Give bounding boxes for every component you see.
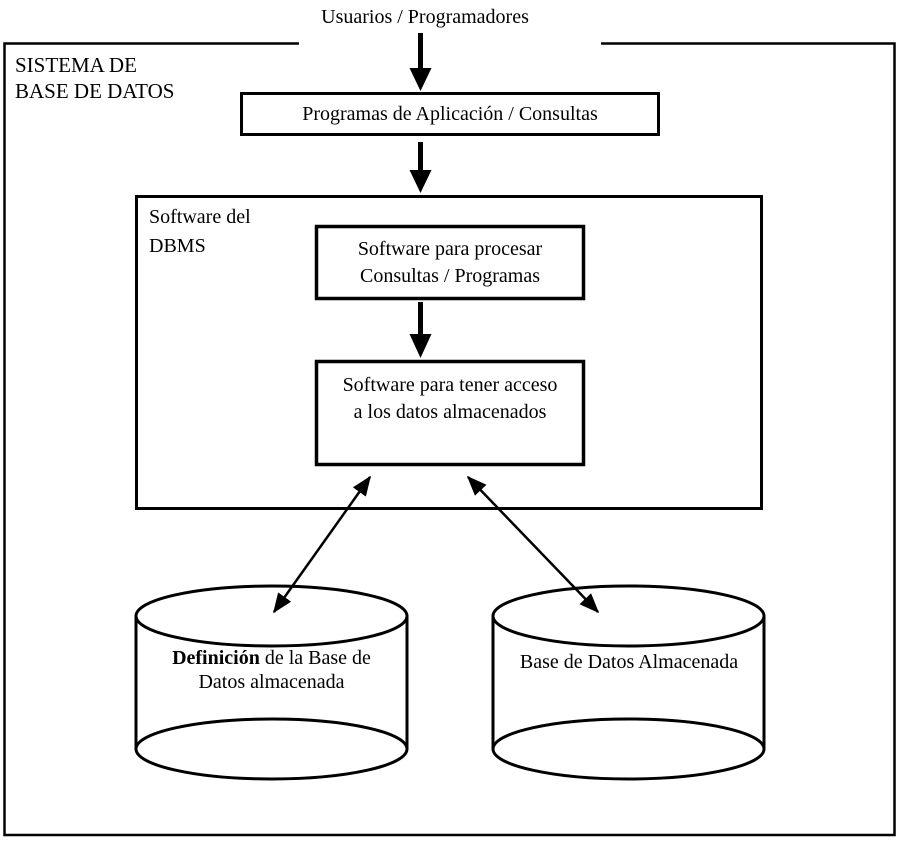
- data-access-box: [314, 359, 586, 467]
- arrow-query-to-access: [409, 302, 432, 358]
- users-programmers-label: Usuarios / Programadores: [321, 6, 529, 28]
- system-title: SISTEMA DE BASE DE DATOS: [15, 52, 174, 104]
- query-processor-line2: Consultas / Programas: [360, 264, 540, 287]
- arrow-users-to-app: [409, 33, 432, 91]
- arrow-access-to-definition: [272, 475, 372, 614]
- definition-bold: Definición: [172, 647, 260, 669]
- data-access-label: Software para tener acceso a los datos a…: [316, 361, 584, 426]
- app-queries-box: [240, 92, 660, 136]
- query-processor-box: [314, 224, 586, 301]
- definition-line2: Datos almacenada: [198, 671, 345, 693]
- database-cylinder-label: Base de Datos Almacenada: [519, 651, 739, 673]
- dbms-software-label: Software del DBMS: [149, 203, 251, 261]
- arrow-access-to-database: [466, 475, 600, 614]
- definition-cylinder-label: Definición de la Base de Datos almacenad…: [136, 646, 407, 694]
- system-title-line1: SISTEMA DE: [15, 53, 137, 77]
- app-queries-label: Programas de Aplicación / Consultas: [302, 103, 598, 125]
- arrow-app-to-dbms: [409, 142, 432, 193]
- system-boundary-box: [3, 42, 896, 837]
- dbms-label-line2: DBMS: [149, 235, 206, 257]
- query-processor-line1: Software para procesar: [357, 237, 543, 260]
- dbms-label-line1: Software del: [149, 206, 251, 228]
- definition-rest: de la Base de: [264, 647, 371, 669]
- data-access-line2: a los datos almacenados: [353, 401, 547, 423]
- database-cylinder: [491, 584, 766, 781]
- data-access-line1: Software para tener acceso: [342, 374, 558, 396]
- system-title-line2: BASE DE DATOS: [15, 79, 175, 103]
- definition-cylinder: [134, 584, 409, 781]
- definition-line1: Definición de la Base de: [136, 646, 407, 670]
- query-processor-label: Software para procesar Consultas / Progr…: [316, 226, 584, 299]
- dbms-software-box: [135, 195, 763, 510]
